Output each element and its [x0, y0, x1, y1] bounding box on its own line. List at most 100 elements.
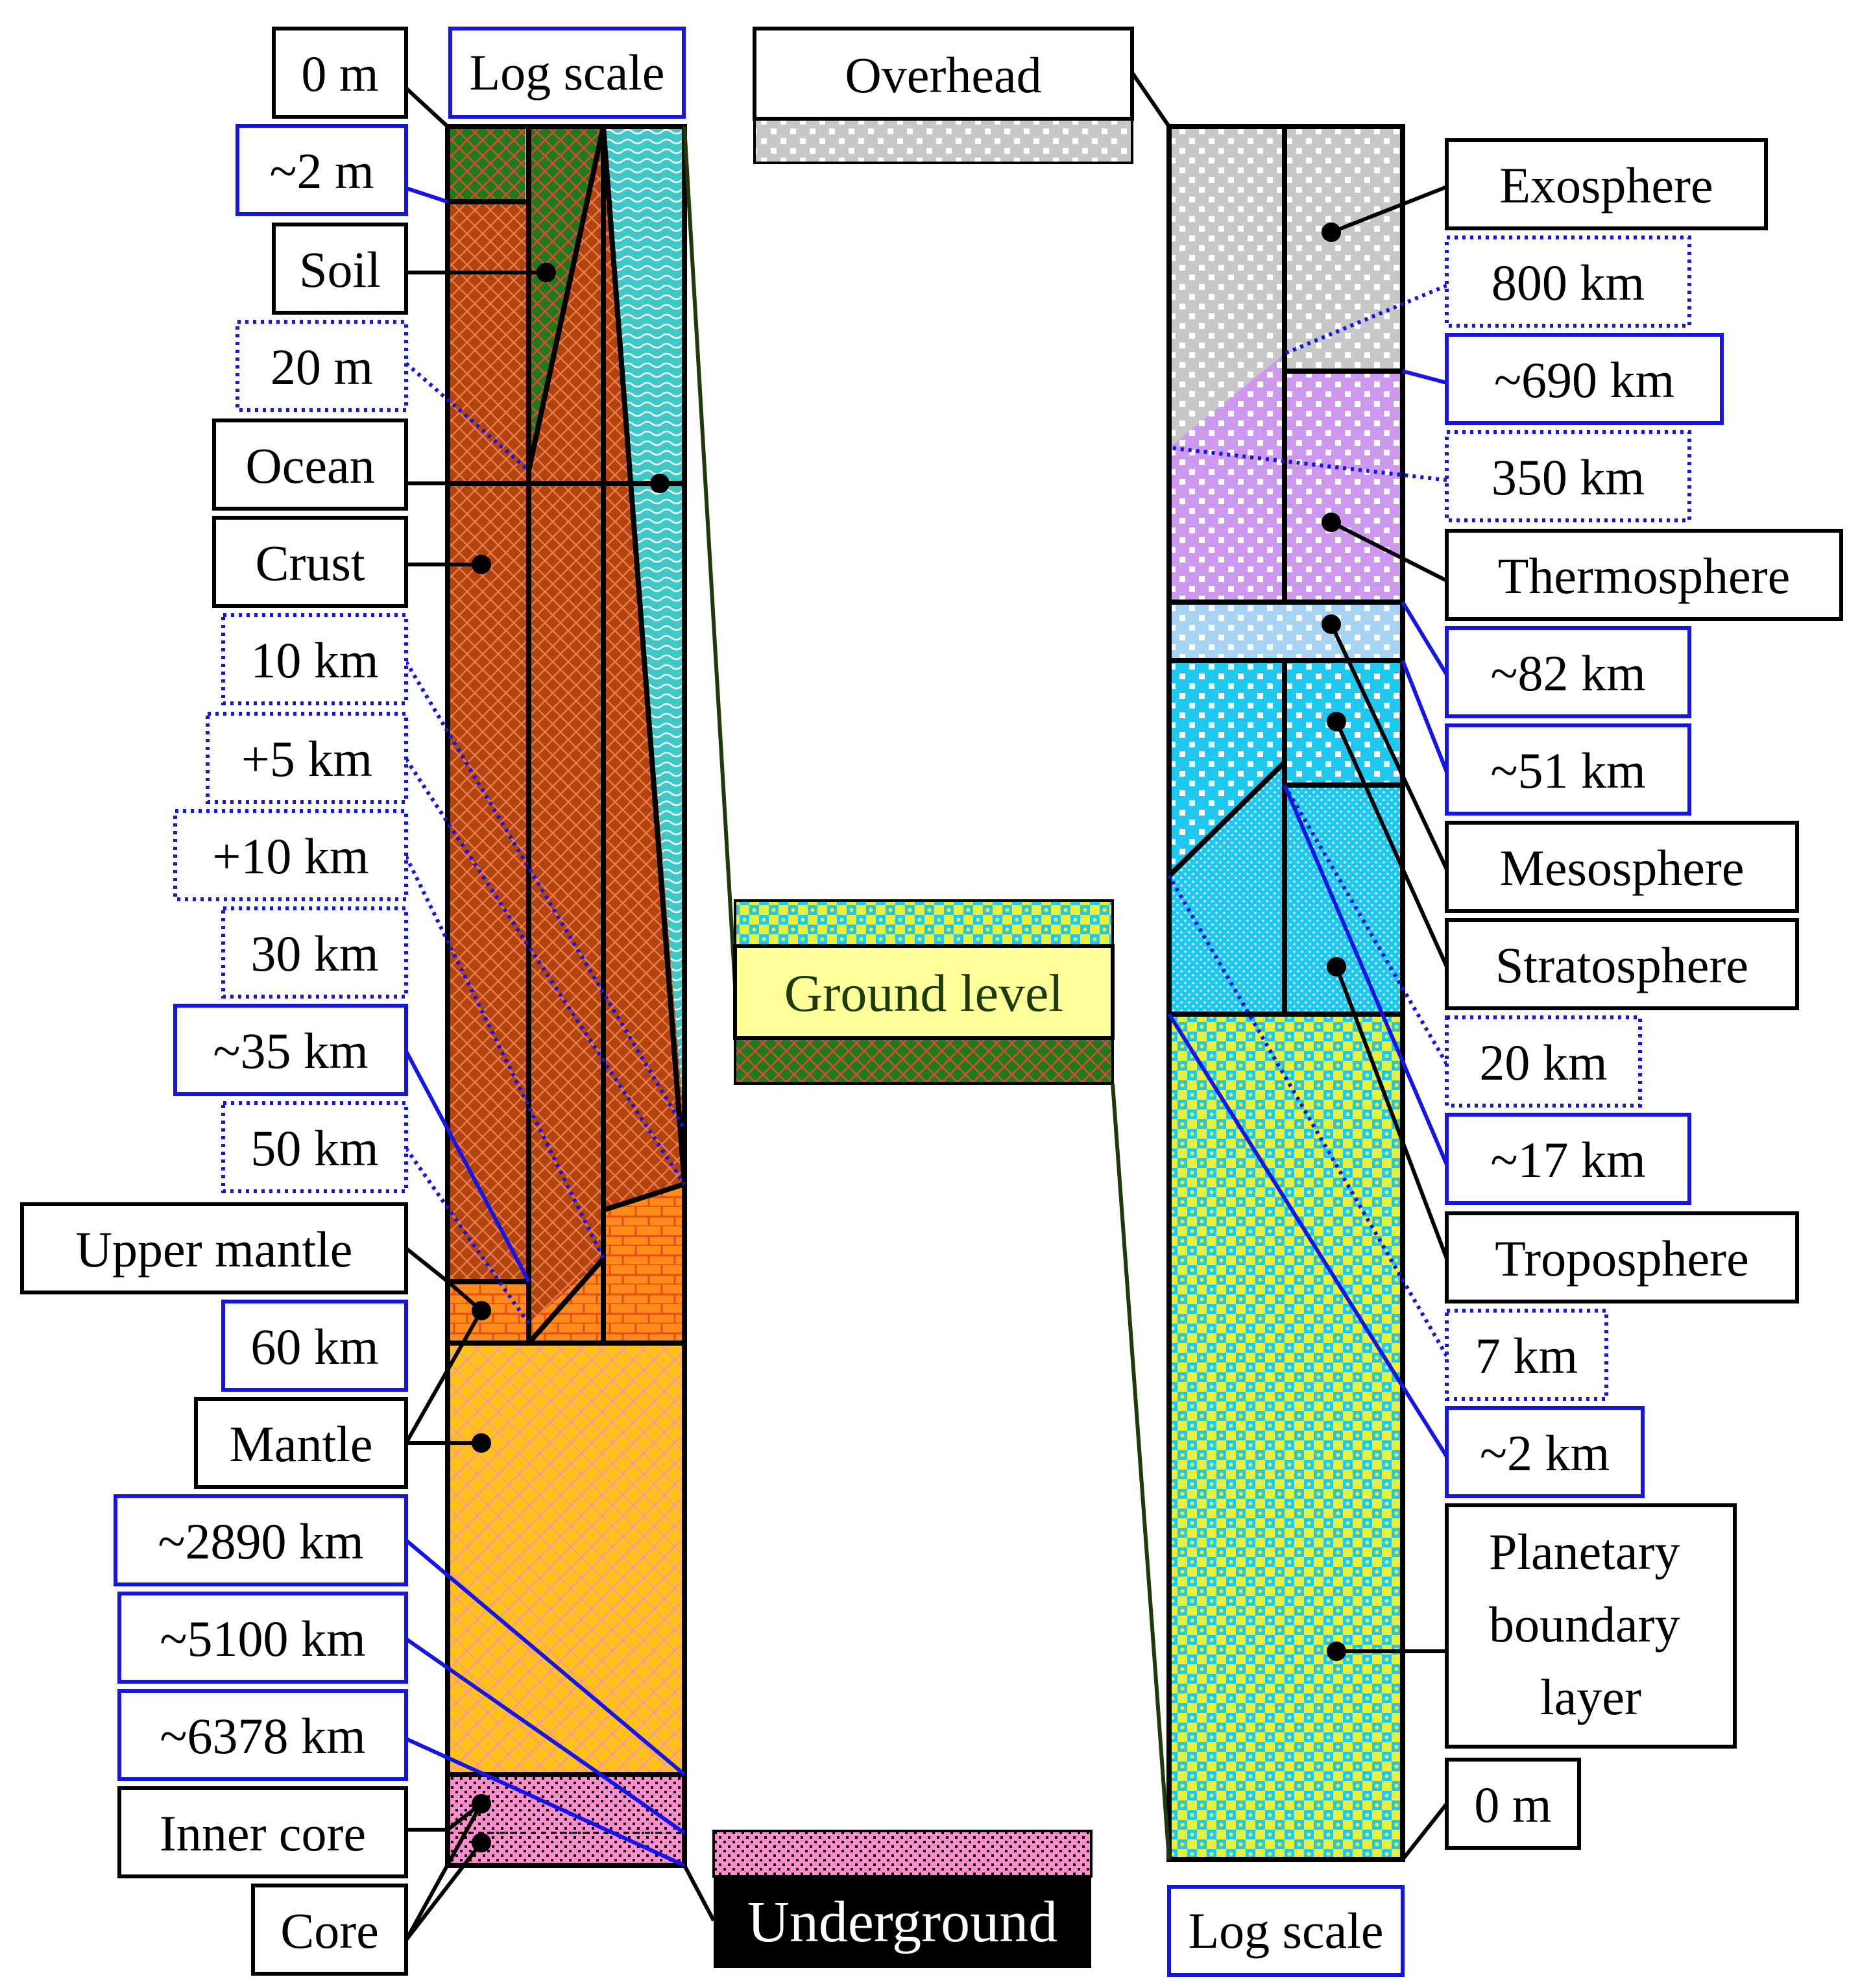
boundary-layer-dot [1327, 1642, 1346, 1661]
svg-text:Log scale: Log scale [469, 44, 664, 101]
svg-text:Log scale: Log scale [1188, 1902, 1383, 1959]
marker-plus-10km: +10 km [173, 809, 408, 901]
ocean-dot [650, 474, 670, 493]
mantle-layer [448, 1343, 684, 1775]
stratosphere-dot [1327, 712, 1346, 731]
underground-label-box [714, 1877, 1091, 1968]
marker-35km: ~35 km [173, 1004, 408, 1096]
svg-text:~35 km: ~35 km [213, 1023, 368, 1079]
boundary-layer-line-3: layer [1540, 1669, 1641, 1725]
marker-6378km: ~6378 km [117, 1689, 408, 1781]
svg-text:50 km: 50 km [250, 1120, 378, 1176]
svg-text:~2 km: ~2 km [1480, 1425, 1610, 1481]
marker-5100km: ~5100 km [117, 1592, 408, 1684]
mesosphere-dot [1322, 614, 1341, 634]
troposphere-dot [1327, 957, 1346, 976]
svg-text:Thermosphere: Thermosphere [1498, 548, 1790, 604]
boundary-layer-text: Planetary boundary layer [1489, 1523, 1693, 1725]
svg-text:Mesosphere: Mesosphere [1500, 840, 1745, 896]
upper-mantle-dot [472, 1301, 491, 1320]
scale-note-underground: Log scale [448, 27, 686, 119]
svg-text:Soil: Soil [299, 241, 381, 298]
legend-ground-level [734, 899, 1114, 1085]
mantle-label: Mantle [194, 1397, 408, 1489]
mesosphere-label: Mesosphere [1445, 821, 1799, 913]
svg-text:~690 km: ~690 km [1494, 352, 1674, 408]
svg-text:Ocean: Ocean [245, 437, 374, 494]
svg-text:7 km: 7 km [1475, 1327, 1578, 1384]
overhead-column [1166, 124, 1405, 1862]
marker-0m-underground: 0 m [272, 27, 408, 119]
legend-overhead-label: Overhead [753, 27, 1134, 121]
soil-layer [448, 127, 525, 202]
crust-dot [472, 555, 491, 574]
stratosphere-label: Stratosphere [1445, 918, 1799, 1010]
thermosphere-dot [1322, 513, 1341, 532]
marker-60km: 60 km [221, 1300, 408, 1392]
marker-350km: 350 km [1445, 430, 1691, 522]
svg-text:800 km: 800 km [1492, 254, 1645, 311]
legend-underground-label: Underground [747, 1890, 1057, 1954]
svg-text:+5 km: +5 km [241, 731, 372, 787]
mantle-dot [472, 1433, 491, 1453]
ocean-label: Ocean [212, 418, 408, 511]
soil-label: Soil [272, 223, 408, 315]
upper-mantle-layer [448, 1184, 684, 1343]
legend-ground-level-label: Ground level [733, 944, 1115, 1040]
core-dot [472, 1833, 491, 1852]
svg-text:30 km: 30 km [250, 925, 378, 982]
svg-text:~6378 km: ~6378 km [160, 1708, 365, 1764]
marker-82km: ~82 km [1445, 626, 1691, 718]
svg-text:Troposphere: Troposphere [1495, 1230, 1748, 1287]
svg-text:+10 km: +10 km [212, 828, 368, 884]
svg-text:20 m: 20 m [271, 339, 373, 395]
marker-10km: 10 km [221, 613, 408, 705]
troposphere-label: Troposphere [1445, 1211, 1799, 1303]
svg-text:Stratosphere: Stratosphere [1495, 937, 1748, 993]
soil-dot [537, 263, 556, 282]
svg-text:Ground level: Ground level [784, 964, 1063, 1023]
scale-note-overhead: Log scale [1167, 1885, 1405, 1977]
marker-7km: 7 km [1445, 1309, 1608, 1401]
svg-text:~17 km: ~17 km [1490, 1132, 1645, 1188]
inner-core-dot [472, 1794, 491, 1813]
underground-column-outline [445, 124, 687, 1868]
marker-20m: 20 m [236, 320, 408, 412]
crust-label: Crust [212, 516, 408, 608]
svg-text:10 km: 10 km [250, 632, 378, 688]
exosphere-dot [1322, 223, 1341, 242]
upper-mantle-label: Upper mantle [20, 1202, 408, 1294]
svg-text:Mantle: Mantle [230, 1416, 373, 1472]
legend-underground: Underground [712, 1830, 1093, 1968]
svg-text:~2890 km: ~2890 km [158, 1513, 363, 1570]
legend-overhead [753, 117, 1133, 164]
boundary-layer [1169, 1014, 1403, 1860]
inner-core-label: Inner core [117, 1786, 408, 1878]
svg-text:Overhead: Overhead [845, 47, 1041, 103]
marker-2m: ~2 m [236, 124, 408, 216]
boundary-layer-line-1: Planetary [1489, 1523, 1680, 1580]
marker-17km: ~17 km [1445, 1113, 1691, 1205]
marker-30km: 30 km [221, 906, 408, 999]
svg-text:0 m: 0 m [301, 45, 378, 102]
svg-text:~82 km: ~82 km [1490, 645, 1645, 701]
svg-text:Crust: Crust [255, 535, 365, 591]
underground-column [445, 124, 687, 1868]
marker-0m-overhead: 0 m [1445, 1758, 1581, 1850]
svg-text:Upper mantle: Upper mantle [76, 1221, 353, 1278]
marker-51km: ~51 km [1445, 723, 1691, 816]
thermosphere-label: Thermosphere [1445, 529, 1843, 621]
troposphere-band [1285, 785, 1403, 1014]
core-label: Core [251, 1884, 408, 1976]
marker-50km: 50 km [221, 1101, 408, 1193]
svg-text:Exosphere: Exosphere [1499, 157, 1713, 213]
marker-2km: ~2 km [1445, 1406, 1645, 1498]
mesosphere-layer [1169, 602, 1403, 661]
svg-text:0 m: 0 m [1474, 1776, 1551, 1833]
boundary-layer-line-2: boundary [1489, 1596, 1680, 1653]
svg-text:~5100 km: ~5100 km [160, 1610, 365, 1667]
overhead-internal-lines [1167, 127, 1403, 1017]
svg-text:350 km: 350 km [1492, 449, 1645, 505]
svg-text:~2 m: ~2 m [269, 143, 374, 199]
marker-20km: 20 km [1445, 1015, 1642, 1108]
